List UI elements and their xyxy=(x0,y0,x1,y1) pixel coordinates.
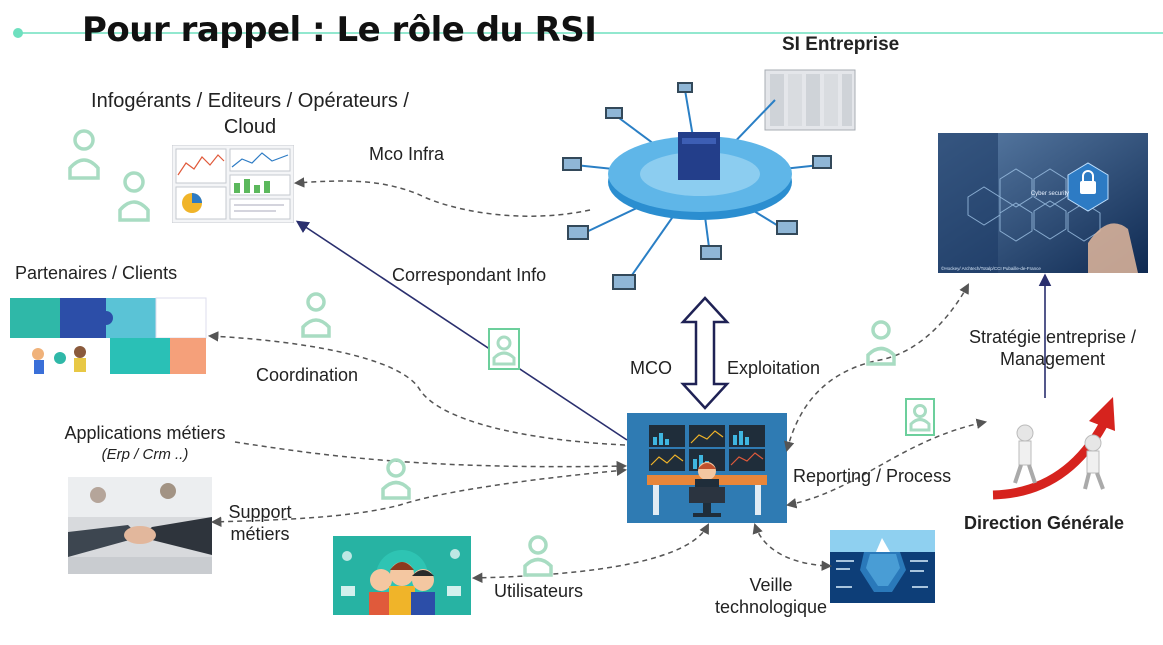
iceberg-image xyxy=(830,530,935,603)
support-users-image xyxy=(333,536,471,615)
strategie-label: Stratégie entreprise / Management xyxy=(955,326,1150,370)
person-icon-3 xyxy=(301,292,331,338)
applications-line1: Applications métiers xyxy=(64,423,226,443)
person-icon-4 xyxy=(381,458,411,500)
person-icon-2 xyxy=(118,171,150,222)
si-entreprise-label: SI Entreprise xyxy=(782,34,900,55)
utilisateurs-label: Utilisateurs xyxy=(494,581,584,601)
exploitation-label: Exploitation xyxy=(727,358,821,378)
support-line2: métiers xyxy=(230,524,290,544)
handshake-image xyxy=(68,477,212,574)
edge-veille xyxy=(752,523,833,571)
edge-exploitation xyxy=(784,283,969,453)
puzzle-partners-image xyxy=(10,296,208,376)
si-network-illustration xyxy=(562,69,856,290)
applications-label: Applications métiers (Erp / Crm ..) xyxy=(40,422,250,466)
coordination-label: Coordination xyxy=(256,365,359,385)
person-icon-6 xyxy=(866,320,896,366)
mco-label: MCO xyxy=(630,358,672,378)
page-title: Pour rappel : Le rôle du RSI xyxy=(82,10,597,50)
lock-icon xyxy=(1080,181,1096,194)
reporting-label: Reporting / Process xyxy=(793,466,952,486)
person-icon-5 xyxy=(523,535,553,577)
person-icons-group xyxy=(68,129,896,577)
infogerants-label: Infogérants / Editeurs / Opérateurs / Cl… xyxy=(50,88,450,140)
cyber-security-image: Cyber security ©Hockey/ Archtech/Totalp/… xyxy=(938,133,1148,273)
monitoring-dashboard-image xyxy=(172,145,294,223)
server-rack-icon xyxy=(764,69,856,131)
growth-arrow-image xyxy=(992,397,1115,500)
edge-reporting xyxy=(785,418,988,509)
edge-applications xyxy=(234,441,628,472)
infogerants-line2: Cloud xyxy=(223,116,277,138)
direction-label: Direction Générale xyxy=(964,513,1125,533)
edge-correspondant-info xyxy=(295,220,628,441)
person-icon-1 xyxy=(68,129,100,180)
boxed-person-icon-1 xyxy=(488,328,520,370)
infogerants-line1: Infogérants / Editeurs / Opérateurs / xyxy=(91,90,409,112)
strategie-line2: Management xyxy=(999,349,1106,369)
edge-mco-double-arrow xyxy=(680,296,730,410)
applications-line2: (Erp / Crm ..) xyxy=(101,446,189,463)
rsi-workstation-image xyxy=(627,413,787,523)
correspondant-label: Correspondant Info xyxy=(392,265,547,285)
red-arrow-icon xyxy=(1089,397,1115,431)
edge-coordination xyxy=(207,331,626,446)
edge-support-metiers xyxy=(210,465,628,527)
copyright-text: ©Hockey/ Archtech/Totalp/CCI Pubaille-de… xyxy=(941,265,1041,271)
edge-mco-infra xyxy=(293,177,591,217)
mco-infra-label: Mco Infra xyxy=(369,144,445,164)
support-label: Support métiers xyxy=(216,501,304,545)
veille-line2: technologique xyxy=(714,597,828,617)
cyber-security-text: Cyber security xyxy=(1031,191,1069,197)
support-line1: Support xyxy=(228,502,292,522)
partenaires-label: Partenaires / Clients xyxy=(15,263,178,283)
boxed-person-icon-2 xyxy=(905,398,935,436)
edge-utilisateurs xyxy=(471,523,709,584)
veille-label: Veille technologique xyxy=(706,574,836,618)
strategie-line1: Stratégie entreprise / xyxy=(968,327,1137,347)
veille-line1: Veille xyxy=(749,575,793,595)
